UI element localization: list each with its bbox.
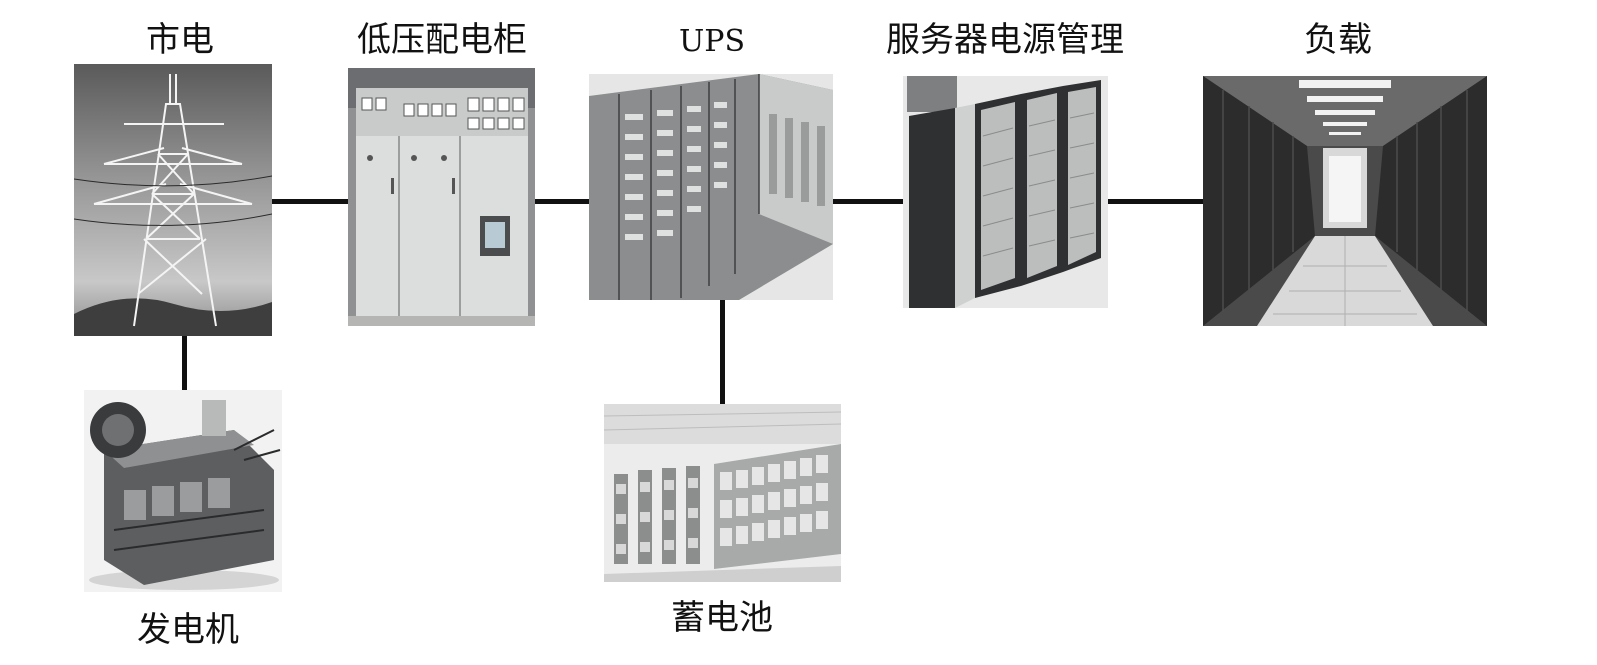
connector-mains-generator (182, 336, 187, 416)
connector-server-psu-load (1108, 199, 1203, 204)
mains-power-tower-image (74, 64, 272, 336)
load-datacenter-aisle-image (1203, 76, 1487, 326)
node-label-mains: 市电 (146, 20, 214, 60)
connector-ups-server-psu (833, 199, 903, 204)
connector-ups-battery (720, 300, 725, 404)
battery-bank-image (604, 404, 841, 582)
node-label-lv-cabinet: 低压配电柜 (357, 20, 527, 60)
generator-engine-image (84, 390, 282, 592)
node-label-ups: UPS (678, 24, 746, 59)
lv-cabinet-image (348, 68, 535, 326)
ups-cabinet-image (589, 74, 833, 300)
connector-mains-lv-cabinet (272, 199, 350, 204)
node-label-server-psu: 服务器电源管理 (886, 20, 1124, 60)
node-label-load: 负载 (1304, 20, 1372, 60)
node-label-generator: 发电机 (137, 610, 239, 650)
connector-lv-cabinet-ups (535, 199, 590, 204)
server-psu-racks-image (903, 76, 1108, 308)
node-label-battery: 蓄电池 (671, 598, 773, 638)
